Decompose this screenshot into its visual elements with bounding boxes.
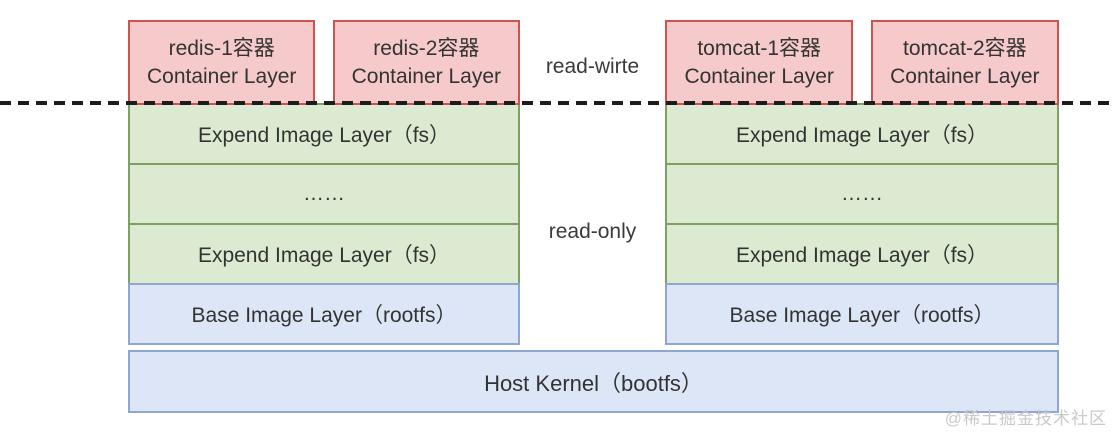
container-name: redis-1容器	[168, 36, 275, 60]
expend-image-layer-bottom: Expend Image Layer（fs）	[665, 223, 1059, 285]
container-box-tomcat-2: tomcat-2容器 Container Layer	[870, 20, 1059, 105]
expend-image-layer-ellipsis: ……	[128, 163, 520, 225]
container-name: tomcat-1容器	[697, 36, 822, 60]
container-layer-label: Container Layer	[890, 64, 1040, 88]
container-layer-label: Container Layer	[146, 64, 297, 88]
container-box-redis-2: redis-2容器 Container Layer	[332, 20, 520, 105]
tomcat-stack: tomcat-1容器 Container Layer tomcat-2容器 Co…	[665, 20, 1059, 345]
read-write-boundary-dashed-line	[0, 101, 1115, 105]
expend-image-layer-ellipsis: ……	[665, 163, 1059, 225]
read-write-label: read-wirte	[545, 55, 640, 78]
container-layer-label: Container Layer	[351, 64, 502, 88]
base-image-layer: Base Image Layer（rootfs）	[665, 283, 1059, 345]
container-name: tomcat-2容器	[902, 36, 1027, 60]
expend-image-layer-bottom: Expend Image Layer（fs）	[128, 223, 520, 285]
container-layer-label: Container Layer	[684, 64, 834, 88]
watermark: @稀土掘金技术社区	[944, 409, 1107, 428]
container-box-redis-1: redis-1容器 Container Layer	[128, 20, 316, 105]
tomcat-containers-row: tomcat-1容器 Container Layer tomcat-2容器 Co…	[665, 20, 1059, 105]
base-image-layer: Base Image Layer（rootfs）	[128, 283, 520, 345]
expend-image-layer-top: Expend Image Layer（fs）	[665, 103, 1059, 165]
redis-containers-row: redis-1容器 Container Layer redis-2容器 Cont…	[128, 20, 520, 105]
container-box-tomcat-1: tomcat-1容器 Container Layer	[665, 20, 854, 105]
container-name: redis-2容器	[373, 36, 480, 60]
expend-image-layer-top: Expend Image Layer（fs）	[128, 103, 520, 165]
redis-stack: redis-1容器 Container Layer redis-2容器 Cont…	[128, 20, 520, 345]
host-kernel-layer: Host Kernel（bootfs）	[128, 350, 1059, 413]
read-only-label: read-only	[548, 220, 637, 243]
